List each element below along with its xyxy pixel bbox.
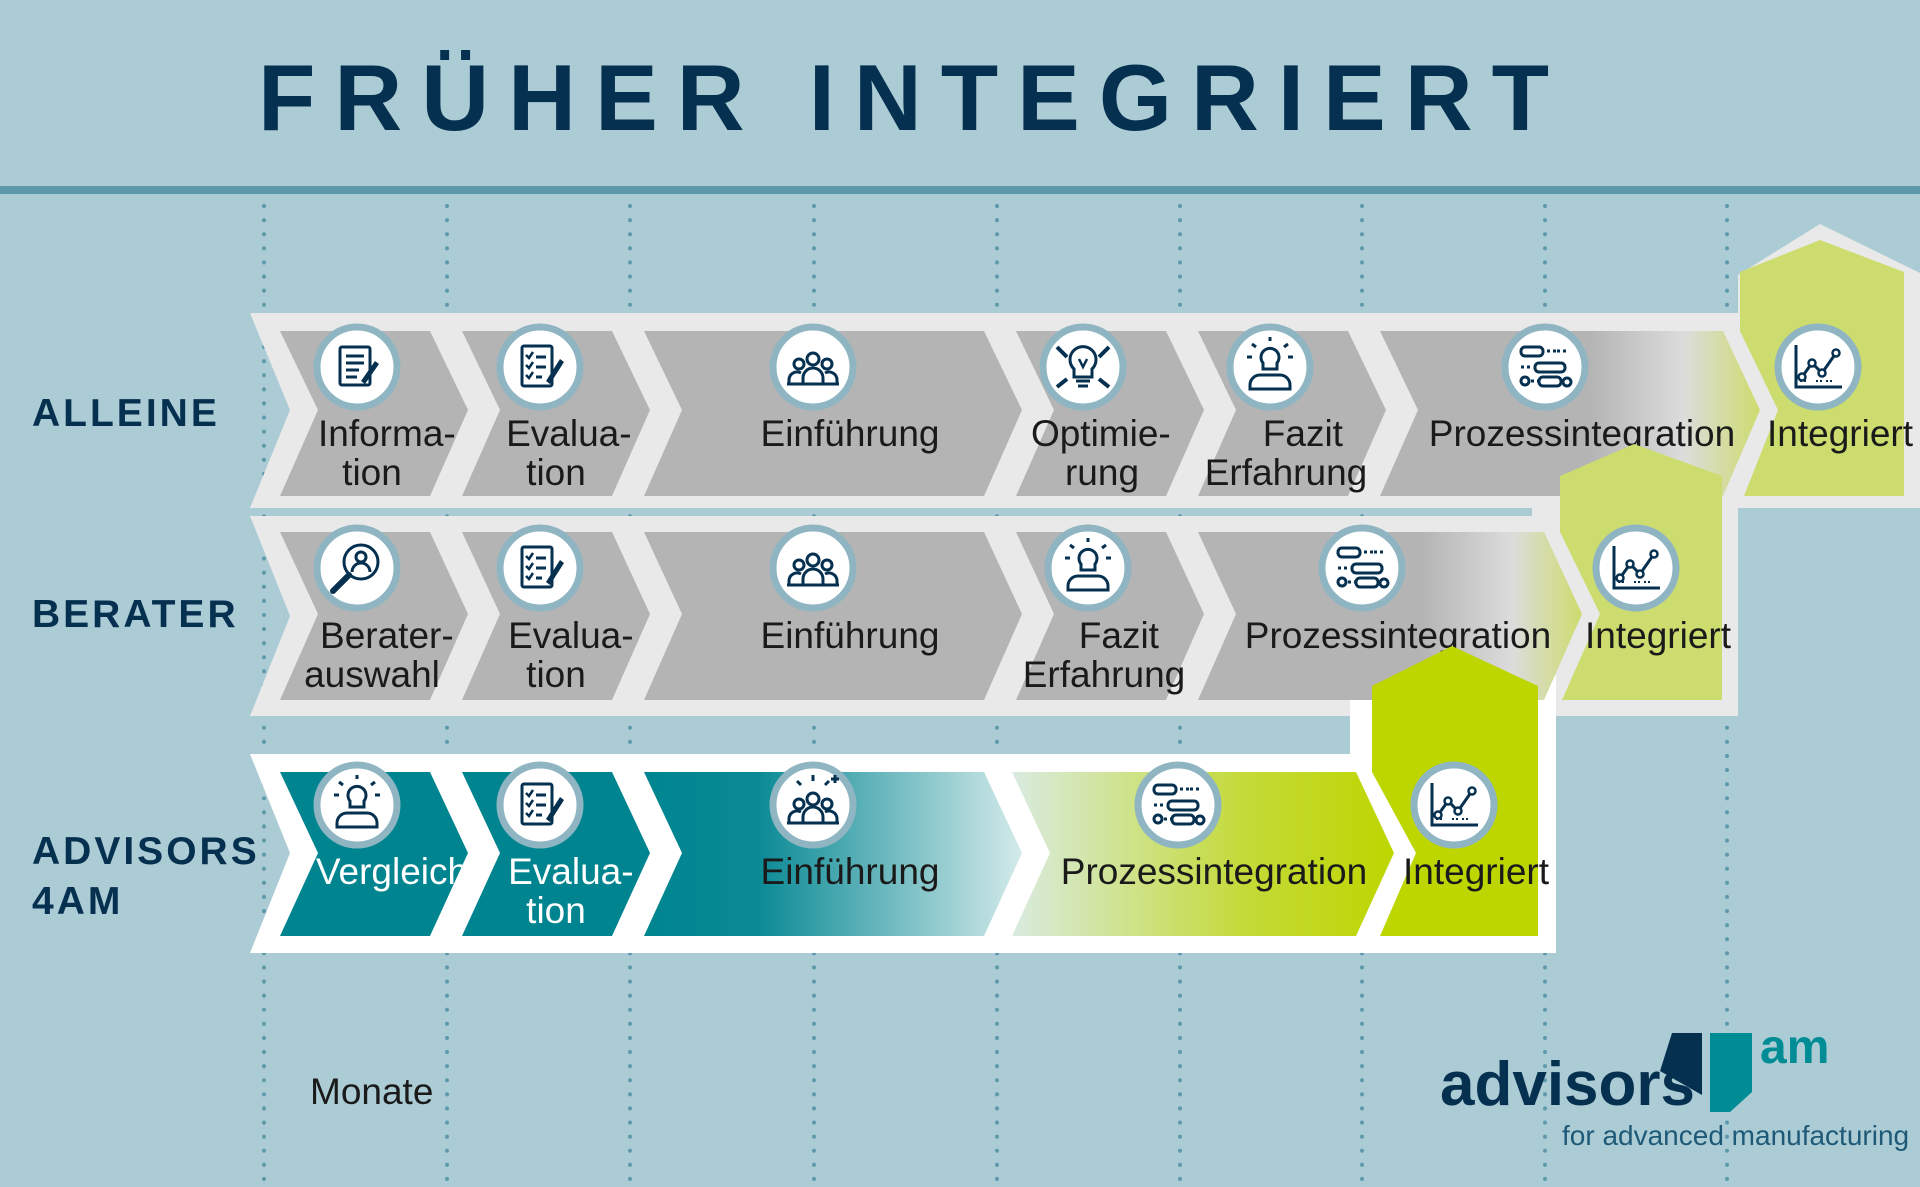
step-icons <box>313 323 1862 849</box>
step-label-fazit: Fazit Erfahrung <box>1205 413 1368 493</box>
process-flow-icon <box>1318 524 1406 612</box>
row-label-advisors-line-1: ADVISORS <box>32 830 260 873</box>
step-label-evaluation: Evalua- tion <box>508 851 644 931</box>
row-advisors: Vergleich Evalua- tion Einführung Prozes… <box>280 646 1550 936</box>
step-label-integriert: Integriert <box>1767 413 1914 454</box>
idea-person-icon <box>1226 323 1314 411</box>
team-spark-icon <box>769 761 857 849</box>
step-shape-prozessintegration <box>1380 331 1760 496</box>
team-icon <box>769 323 857 411</box>
checklist-icon <box>496 524 584 612</box>
checklist-icon <box>496 761 584 849</box>
step-shape-prozessintegration <box>1012 772 1394 936</box>
axis-label-months: Monate <box>310 1071 433 1112</box>
page-title: FRÜHER INTEGRIERT <box>258 45 1568 150</box>
row-alleine: Informa- tion Evalua- tion Einführung Op… <box>280 240 1914 496</box>
step-shape-einfuehrung <box>644 772 1022 936</box>
header-divider <box>0 186 1920 194</box>
lightbulb-tools-icon <box>1039 323 1127 411</box>
step-label-prozessintegration: Prozessintegration <box>1245 615 1551 656</box>
step-label-vergleich: Vergleich <box>316 851 468 892</box>
row-label-alleine: ALLEINE <box>32 392 220 435</box>
logo-mark-teal <box>1710 1033 1752 1112</box>
step-label-optimierung: Optimie- rung <box>1031 413 1181 493</box>
checklist-icon <box>496 323 584 411</box>
process-flow-icon <box>1134 761 1222 849</box>
step-label-fazit: Fazit Erfahrung <box>1023 615 1186 695</box>
step-label-beraterauswahl: Berater- auswahl <box>304 615 464 695</box>
step-label-information: Informa- tion <box>318 413 466 493</box>
line-chart-icon <box>1410 761 1498 849</box>
step-shape-einfuehrung <box>644 532 1022 700</box>
company-logo: advisors am for advanced manufacturing <box>1440 1021 1909 1151</box>
idea-person-icon <box>313 761 401 849</box>
step-label-einfuehrung: Einführung <box>761 413 940 454</box>
step-label-einfuehrung: Einführung <box>761 615 940 656</box>
row-label-berater: BERATER <box>32 593 239 636</box>
row-label-advisors-line-2: 4AM <box>32 880 123 923</box>
logo-mark-navy <box>1660 1033 1702 1095</box>
month-grid <box>262 204 1729 1187</box>
logo-suffix: am <box>1760 1021 1829 1074</box>
search-person-icon <box>313 524 401 612</box>
logo-word: advisors <box>1440 1050 1695 1119</box>
step-label-prozessintegration: Prozessintegration <box>1429 413 1735 454</box>
step-shape-einfuehrung <box>644 331 1022 496</box>
document-icon <box>313 323 401 411</box>
logo-tagline: for advanced manufacturing <box>1562 1120 1909 1151</box>
idea-person-icon <box>1044 524 1132 612</box>
team-icon <box>769 524 857 612</box>
step-label-evaluation: Evalua- tion <box>506 413 642 493</box>
step-label-prozessintegration: Prozessintegration <box>1061 851 1367 892</box>
row-label-advisors: ADVISORS 4AM <box>32 830 274 923</box>
step-label-integriert: Integriert <box>1403 851 1550 892</box>
line-chart-icon <box>1774 323 1862 411</box>
step-label-einfuehrung: Einführung <box>761 851 940 892</box>
step-label-evaluation: Evalua- tion <box>508 615 644 695</box>
step-label-integriert: Integriert <box>1585 615 1732 656</box>
line-chart-icon <box>1592 524 1680 612</box>
process-flow-icon <box>1501 323 1589 411</box>
step-shape-prozessintegration <box>1198 532 1582 700</box>
